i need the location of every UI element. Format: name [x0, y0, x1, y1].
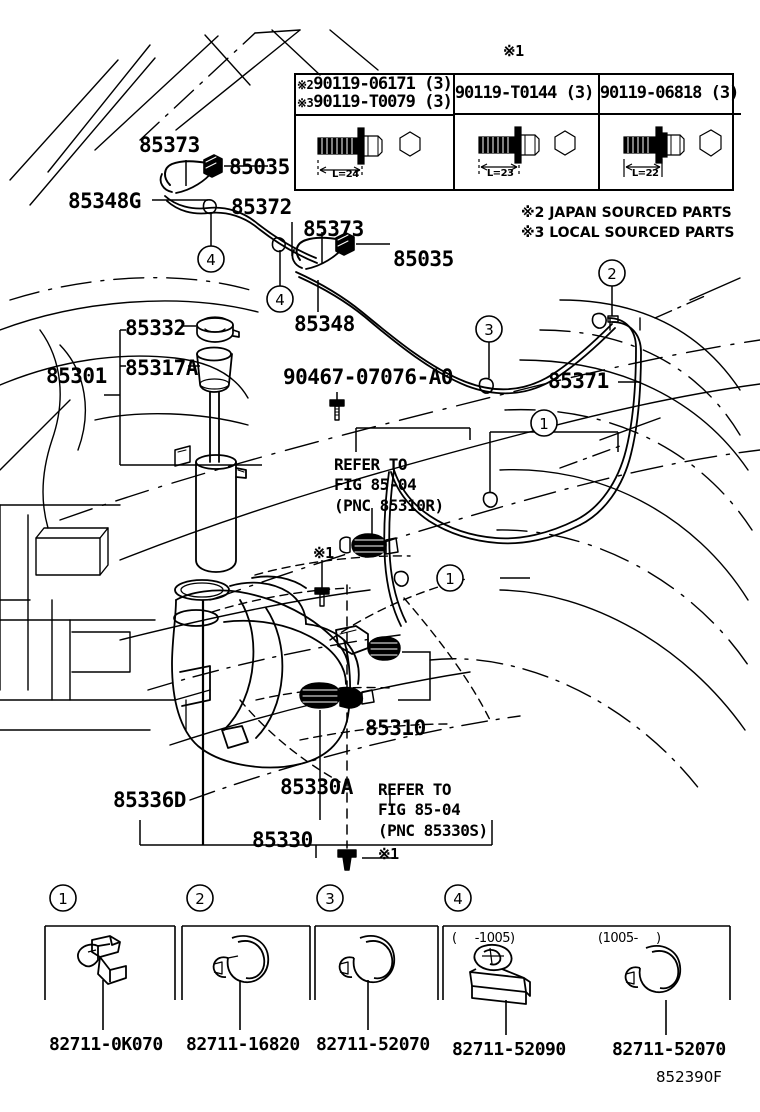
legend-circle-2: 2 — [195, 890, 205, 908]
bolt-length-2: L=23 — [486, 168, 514, 179]
bolt-table: ※2 90119-06171 (3) ※3 90119-T0079 (3) — [294, 73, 741, 191]
bolt-part-number-2: 90119-T0144 (3) — [454, 83, 595, 104]
figure-code: 852390F — [656, 1068, 722, 1086]
bolt-table-header-3: 90119-06818 (3) — [599, 75, 741, 115]
legend-circle-3: 3 — [325, 890, 335, 908]
source-note-local: ※3 LOCAL SOURCED PARTS — [521, 225, 735, 241]
part-label-85330: 85330 — [252, 828, 313, 852]
bolt-part-number-3: 90119-06818 (3) — [599, 83, 740, 104]
part-label-85332: 85332 — [125, 316, 186, 340]
source-note-japan: ※2 JAPAN SOURCED PARTS — [521, 205, 732, 221]
bolt-table-column-2: 90119-T0144 (3) — [454, 75, 600, 189]
bolt-illustration-cell-1: L=24 — [296, 116, 453, 190]
part-label-85317A: 85317A — [125, 356, 198, 380]
bolt-table-column-1: ※2 90119-06171 (3) ※3 90119-T0079 (3) — [296, 75, 455, 189]
part-label-85371: 85371 — [548, 369, 609, 393]
part-label-85336D: 85336D — [113, 788, 186, 812]
part-label-90467-07076-A0: 90467-07076-A0 — [283, 365, 454, 389]
bolt-length-1: L=24 — [332, 168, 359, 180]
bolt-table-marker: ※1 — [503, 42, 524, 60]
bolt-part-number-1b: 90119-T0079 (3) — [313, 91, 453, 112]
part-label-85372: 85372 — [231, 195, 292, 219]
callout-circle-3: 3 — [484, 321, 494, 339]
bolt-table-header-1: ※2 90119-06171 (3) ※3 90119-T0079 (3) — [296, 75, 453, 116]
part-label-85373-top: 85373 — [139, 133, 200, 157]
part-label-85348G: 85348G — [68, 189, 141, 213]
legend-part-4a: 82711-52090 — [452, 1039, 566, 1060]
bolt-part-number-1a: 90119-06171 (3) — [313, 74, 453, 94]
bolt-illustration-cell-3: L=22 — [600, 115, 741, 189]
bolt-length-3: L=22 — [631, 168, 659, 179]
part-label-85373-mid: 85373 — [303, 217, 364, 241]
bolt-marker-bottom: ※1 — [378, 845, 399, 863]
legend-part-1: 82711-0K070 — [49, 1034, 163, 1055]
callout-circle-1a: 1 — [539, 415, 549, 433]
part-label-85330A: 85330A — [280, 775, 353, 799]
callout-circle-1b: 1 — [445, 570, 455, 588]
legend-circle-1: 1 — [58, 890, 68, 908]
bolt-table-header-2: 90119-T0144 (3) — [454, 75, 598, 115]
source-marker-2: ※2 — [297, 78, 314, 92]
source-marker-3: ※3 — [297, 95, 314, 110]
bolt-marker-tank: ※1 — [313, 544, 334, 562]
bolt-drawing-2 — [478, 126, 576, 177]
legend-range-early: ( -1005) — [452, 931, 515, 946]
callout-circle-4a: 4 — [206, 251, 216, 269]
refer-note-85310R: REFER TO FIG 85-04 (PNC 85310R) — [334, 455, 444, 515]
bolt-table-column-3: 90119-06818 (3) — [599, 75, 741, 189]
callout-circle-2: 2 — [607, 265, 617, 283]
callout-circle-4b: 4 — [275, 291, 285, 309]
part-label-85035-mid: 85035 — [393, 247, 454, 271]
part-label-85310: 85310 — [365, 716, 426, 740]
bolt-illustration-cell-2: L=23 — [455, 115, 598, 189]
part-label-85301: 85301 — [46, 364, 107, 388]
part-label-85035-top: 85035 — [229, 155, 290, 179]
bolt-drawing-3 — [623, 126, 722, 177]
legend-circle-4: 4 — [453, 890, 463, 908]
legend-part-2: 82711-16820 — [186, 1034, 300, 1055]
bolt-drawing-1 — [317, 127, 421, 178]
refer-note-85330S: REFER TO FIG 85-04 (PNC 85330S) — [378, 780, 488, 840]
legend-part-3: 82711-52070 — [316, 1034, 430, 1055]
part-label-85348: 85348 — [294, 312, 355, 336]
legend-part-4b: 82711-52070 — [612, 1039, 726, 1060]
legend-range-late: (1005- ) — [598, 931, 661, 946]
